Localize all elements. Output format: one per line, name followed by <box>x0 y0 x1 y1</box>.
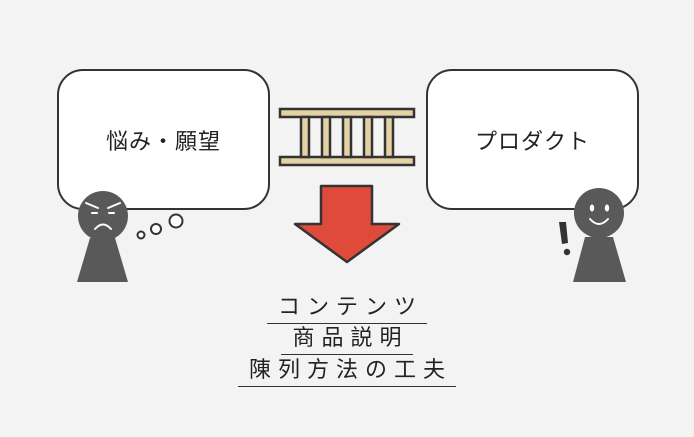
result-line-product-description: 商品説明 <box>0 320 694 355</box>
result-line-display-method: 陳列方法の工夫 <box>0 352 694 387</box>
worried-person-icon <box>77 191 128 282</box>
thought-bubbles-icon <box>136 213 184 240</box>
product-box: プロダクト <box>426 69 639 210</box>
ladder-bridge-icon <box>278 107 416 167</box>
happy-person-icon <box>573 188 626 282</box>
worries-desires-label: 悩み・願望 <box>105 129 221 155</box>
result-line-content: コンテンツ <box>0 289 694 324</box>
worries-desires-box: 悩み・願望 <box>57 69 270 210</box>
product-label: プロダクト <box>474 129 590 155</box>
exclamation-mark-icon <box>559 222 571 256</box>
down-arrow-icon <box>293 184 401 264</box>
